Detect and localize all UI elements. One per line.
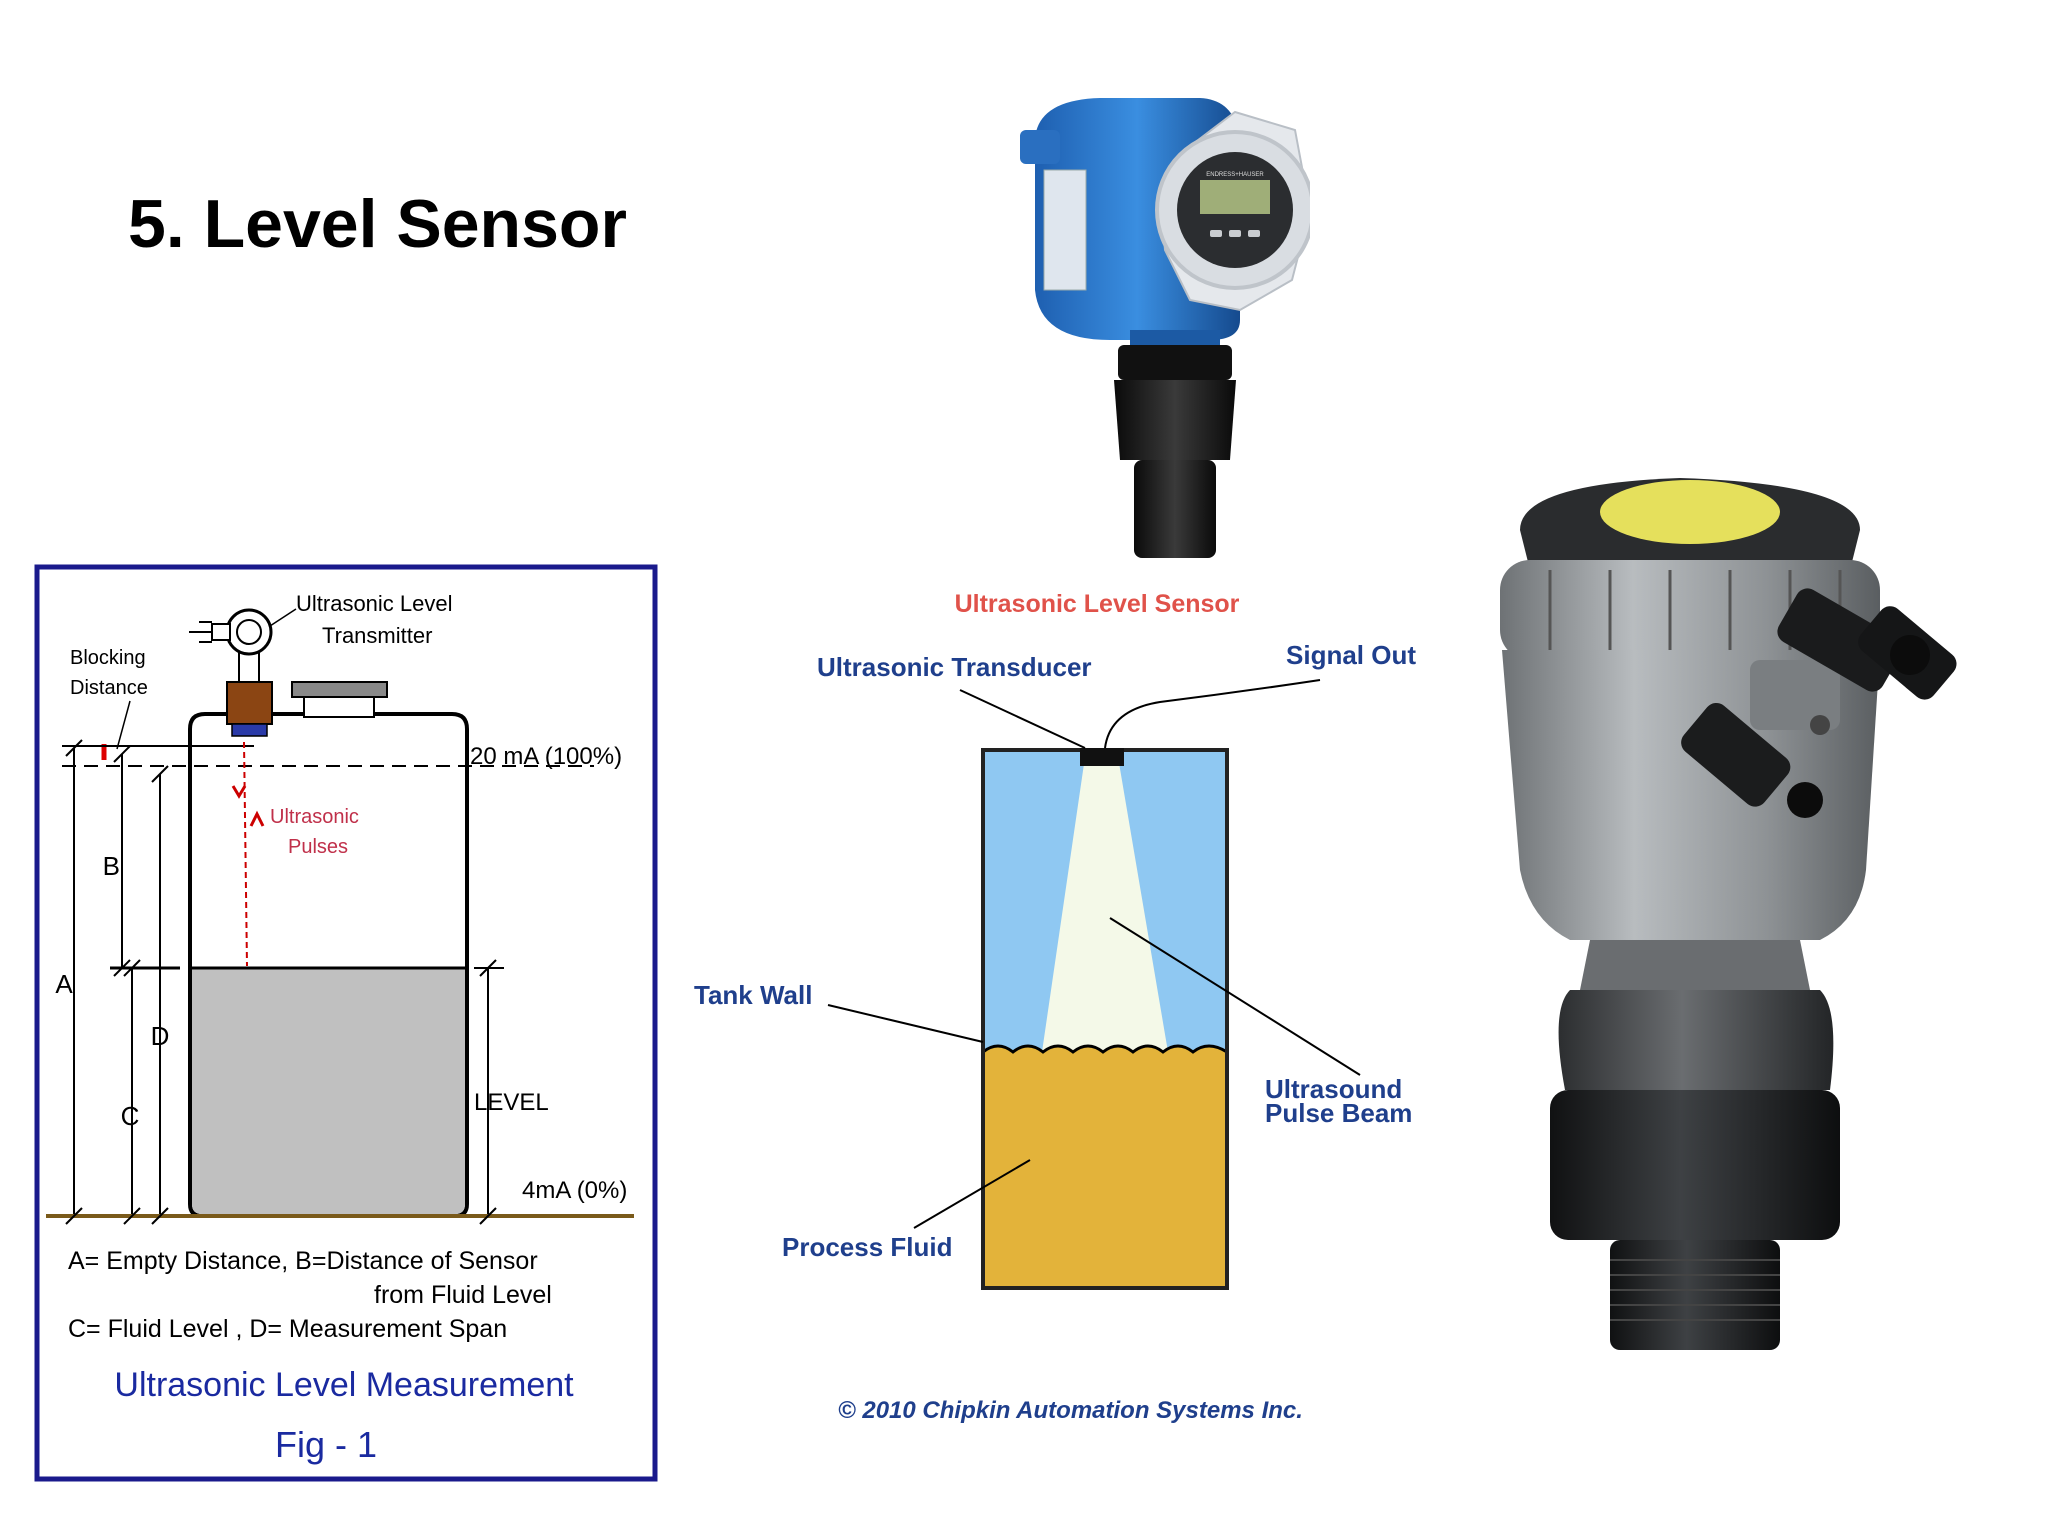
yellow-cap-insert — [1600, 480, 1780, 544]
horn-tube — [1134, 460, 1216, 558]
threaded-stem — [1610, 1240, 1780, 1350]
diagram-title: Ultrasonic Level Sensor — [955, 590, 1240, 618]
figure-caption: Ultrasonic Level Measurement — [114, 1366, 574, 1404]
dim-d-label: D — [151, 1021, 170, 1051]
endress-hauser-transmitter-photo: ENDRESS+HAUSER — [1020, 98, 1310, 558]
hex-nut — [1558, 990, 1834, 1090]
tank-wall-label: Tank Wall — [694, 980, 812, 1010]
dim-a-label: A — [55, 969, 73, 999]
transmitter-icon — [189, 608, 273, 737]
figure-number: Fig - 1 — [275, 1424, 377, 1465]
transmitter-label-2: Transmitter — [322, 623, 432, 648]
transmitter-label: Ultrasonic Level — [296, 591, 453, 616]
process-fluid — [983, 1046, 1227, 1288]
transducer-label: Ultrasonic Transducer — [817, 652, 1092, 682]
pulses-label-2: Pulses — [288, 836, 348, 858]
legend-line-1: A= Empty Distance, B=Distance of Sensor — [68, 1247, 538, 1275]
pulses-label: Ultrasonic — [270, 806, 359, 828]
pulse-down-arrow — [231, 785, 247, 799]
display-brand: ENDRESS+HAUSER — [1206, 172, 1264, 178]
signal-cable — [1104, 679, 1321, 749]
cable-gland — [1020, 130, 1060, 164]
legend-line-3: C= Fluid Level , D= Measurement Span — [68, 1315, 507, 1343]
nameplate — [1043, 169, 1087, 291]
chipkin-ultrasonic-diagram: Ultrasonic Level Sensor Ultrasonic Trans… — [694, 590, 1416, 1424]
ultrasound-beam — [1042, 757, 1168, 1052]
copyright-text: © 2010 Chipkin Automation Systems Inc. — [838, 1397, 1303, 1424]
ultrasonic-level-measurement-figure: Ultrasonic Level Transmitter Blocking Di… — [34, 564, 658, 1482]
fluid-surface-wave — [982, 1044, 1228, 1054]
beam-label: Ultrasound — [1265, 1074, 1402, 1104]
tank-fluid — [192, 968, 465, 1214]
beam-label-2: Pulse Beam — [1265, 1098, 1412, 1128]
transducer-block — [1080, 748, 1124, 766]
lcd-screen — [1200, 180, 1270, 214]
legend-line-2: from Fluid Level — [374, 1281, 552, 1309]
horn-collar — [1118, 345, 1232, 380]
sensor-base — [1550, 1090, 1840, 1240]
process-fluid-label: Process Fluid — [782, 1232, 953, 1262]
blocking-label-2: Distance — [70, 677, 148, 699]
top-level-label: 20 mA (100%) — [470, 743, 622, 770]
signal-out-label: Signal Out — [1286, 640, 1416, 670]
slide-title: 5. Level Sensor — [128, 186, 627, 262]
bottom-level-label: 4mA (0%) — [522, 1177, 627, 1204]
level-label: LEVEL — [474, 1089, 549, 1116]
cover-plate — [291, 681, 388, 698]
dim-c-label: C — [121, 1101, 140, 1131]
pulse-path — [243, 741, 248, 967]
grey-ultrasonic-sensor-photo — [1500, 478, 1957, 1350]
blocking-label: Blocking — [70, 647, 146, 669]
cable-gland-icons — [1681, 588, 1957, 818]
dim-b-label: B — [103, 851, 120, 881]
pulse-up-arrow — [249, 810, 265, 827]
